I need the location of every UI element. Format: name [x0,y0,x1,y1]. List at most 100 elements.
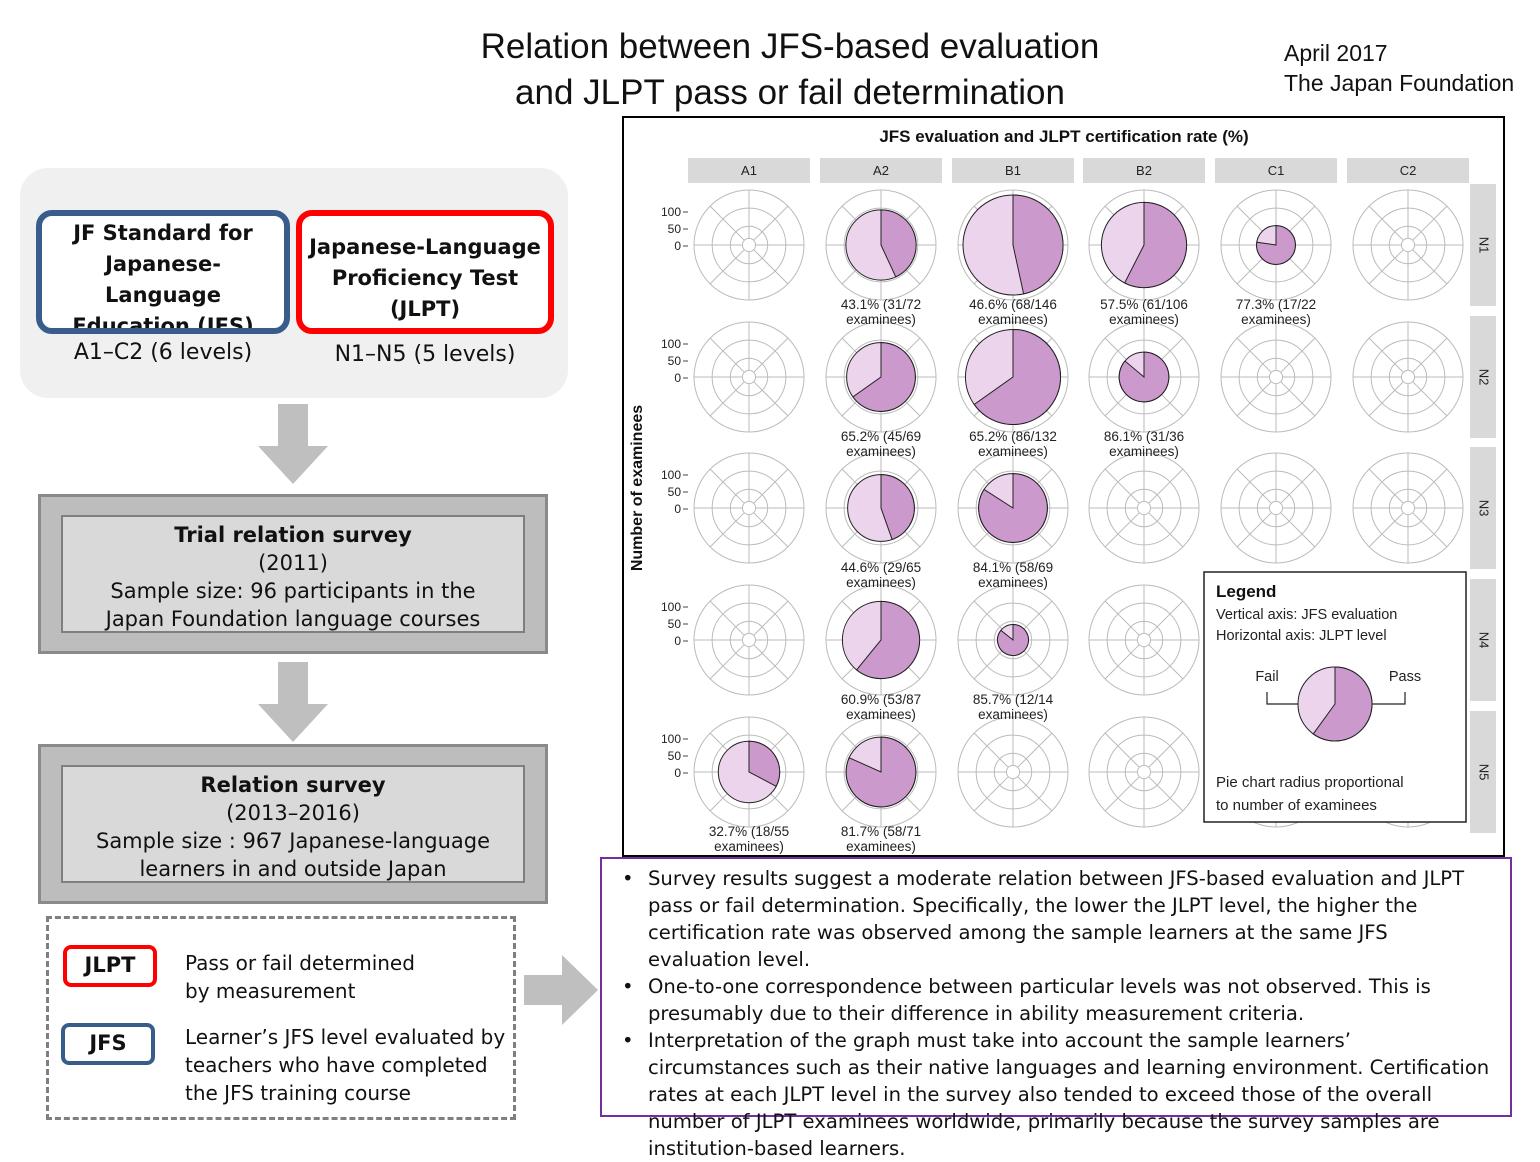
polar-grid [1220,321,1332,433]
grid-ring [1005,764,1021,780]
grid-spoke [1368,512,1404,548]
row-strip [1470,579,1496,701]
data-label: examinees) [978,444,1048,459]
grid-spoke [1236,337,1272,373]
grid-spoke [1148,732,1184,768]
jlpt-description-line: Pass or fail determined [185,951,415,975]
polar-grid [1088,716,1200,828]
jfs-levels: A1–C2 (6 levels) [73,340,253,365]
pie-pass-slice [1256,225,1296,265]
grid-spoke [1236,468,1272,504]
data-label: 43.1% (31/72 [841,297,921,312]
grid-ring [741,632,757,648]
y-tick-label: 0 [674,239,681,253]
grid-spoke [709,644,745,680]
grid-spoke [753,512,789,548]
grid-spoke [1412,512,1448,548]
grid-spoke [753,337,789,373]
row-strip [1470,184,1496,306]
grid-spoke [1368,381,1404,417]
jlpt-levels: N1–N5 (5 levels) [334,342,516,367]
pie-pass-slice [978,473,1048,543]
right-arrow-icon [524,955,598,1025]
grid-spoke [1368,337,1404,373]
publication-date: April 2017 [1284,40,1388,66]
grid-spoke [753,600,789,636]
finding-item: One-to-one correspondence between partic… [622,973,1492,1027]
grid-ring [741,500,757,516]
data-label: examinees) [1241,312,1311,327]
jfs-description-line: teachers who have completed [185,1053,488,1077]
grid-ring [741,237,757,253]
data-label: examinees) [978,707,1048,722]
legend-pie-pass-slice [1312,666,1373,742]
row-label: N4 [1477,632,1492,649]
column-label: C1 [1268,163,1285,178]
y-tick-label: 100 [661,468,681,482]
legend-pass-label: Pass [1389,669,1421,685]
grid-spoke [1280,468,1316,504]
grid-ring [1136,764,1152,780]
data-label: 85.7% (12/14 [973,692,1054,707]
y-tick-label: 0 [674,371,681,385]
y-tick-label: 100 [661,205,681,219]
relation-survey-line: Sample size : 967 Japanese-language [95,829,491,853]
finding-item: Interpretation of the graph must take in… [622,1027,1492,1162]
y-tick-label: 50 [668,617,682,631]
grid-spoke [753,249,789,285]
polar-grid [693,452,805,564]
legend-fail-label: Fail [1255,669,1278,685]
legend-note: Pie chart radius proportional [1216,774,1404,791]
grid-spoke [709,468,745,504]
grid-ring [1400,237,1416,253]
grid-spoke [1017,732,1053,768]
grid-spoke [1148,644,1184,680]
publication-info: April 2017 The Japan Foundation [1284,38,1514,98]
data-label: examinees) [978,575,1048,590]
pie-pass-slice [748,740,781,787]
pie-pass-slice [845,736,917,808]
grid-spoke [1412,381,1448,417]
trial-survey-line: Japan Foundation language courses [105,607,481,631]
key-box: JLPT Pass or fail determined by measurem… [46,916,516,1120]
jfs-box-line: Language [105,283,221,307]
grid-spoke [1412,249,1448,285]
row-label: N3 [1477,500,1492,517]
grid-spoke [1280,512,1316,548]
pie-pass-slice [880,209,917,278]
pie-grid-chart: JFS evaluation and JLPT certification ra… [629,127,1496,854]
chart-title: JFS evaluation and JLPT certification ra… [879,127,1248,146]
y-tick-label: 0 [674,766,681,780]
row-label: N2 [1477,369,1492,386]
trial-survey-line: (2011) [258,551,328,575]
relation-survey-line: learners in and outside Japan [139,857,447,881]
data-label: 46.6% (68/146 [969,297,1057,312]
data-label: examinees) [978,312,1048,327]
grid-spoke [1104,468,1140,504]
y-tick-label: 50 [668,485,682,499]
polar-grid [693,321,805,433]
polar-grid [1088,452,1200,564]
grid-ring [1268,500,1284,516]
data-label: examinees) [846,444,916,459]
grid-ring [1400,500,1416,516]
row-strip [1470,711,1496,833]
data-label: examinees) [1109,312,1179,327]
grid-spoke [1412,337,1448,373]
grid-ring [1136,500,1152,516]
y-tick-label: 100 [661,600,681,614]
jfs-box-line: Education (JFS) [72,314,254,334]
data-label: examinees) [846,575,916,590]
grid-spoke [1412,205,1448,241]
grid-spoke [1104,732,1140,768]
polar-grid [957,716,1069,828]
grid-spoke [1017,776,1053,812]
grid-spoke [1148,600,1184,636]
row-strip [1470,447,1496,569]
pie-pass-slice [852,342,916,412]
data-label: examinees) [714,839,784,854]
grid-ring [741,369,757,385]
legend-title: Legend [1216,582,1276,601]
data-label: examinees) [846,707,916,722]
grid-spoke [1412,468,1448,504]
